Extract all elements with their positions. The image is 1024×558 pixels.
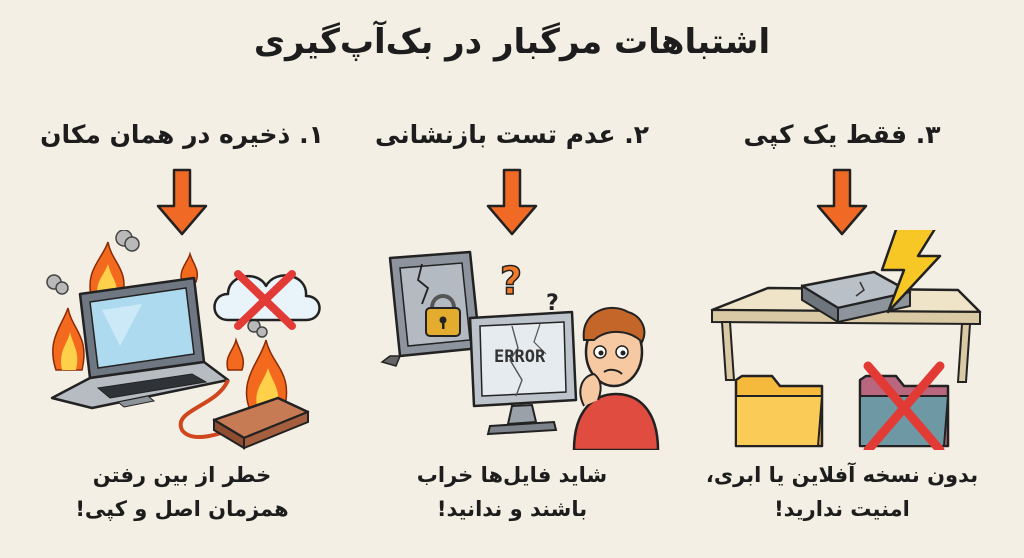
single-drive-illustration — [710, 230, 982, 450]
cloud-crossed-icon — [213, 270, 321, 330]
laptop-icon — [50, 276, 230, 410]
mistake-panel-single-copy: ۳. فقط یک کپی ب — [692, 110, 992, 550]
mistake-panel-same-location: ۱. ذخیره در همان مکان — [32, 110, 332, 550]
question-mark-icon: ? — [500, 259, 522, 303]
panel-caption: بدون نسخه آفلاین یا ابری، امنیت ندارید! — [692, 458, 992, 526]
caption-line-1: شاید فایل‌ها خراب — [416, 463, 608, 487]
arrow-down-icon — [816, 168, 868, 236]
caption-line-1: بدون نسخه آفلاین یا ابری، — [705, 463, 979, 487]
caption-line-2: باشند و ندانید! — [436, 497, 588, 521]
padlock-icon — [425, 294, 461, 337]
folder-crossed-icon — [858, 361, 950, 450]
folder-icon — [734, 374, 824, 448]
panel-caption: خطر از بین رفتن همزمان اصل و کپی! — [32, 458, 332, 526]
caption-line-2: امنیت ندارید! — [774, 497, 910, 521]
caption-line-2: همزمان اصل و کپی! — [75, 497, 289, 521]
question-mark-small-icon: ? — [546, 291, 559, 316]
external-drive-icon — [212, 396, 310, 450]
caption-line-1: خطر از بین رفتن — [92, 463, 272, 487]
arrow-down-icon — [156, 168, 208, 236]
panel-heading: ۱. ذخیره در همان مکان — [40, 120, 324, 149]
smoke-icon — [46, 230, 268, 338]
panel-heading: ۳. فقط یک کپی — [743, 120, 941, 149]
page-title: اشتباهات مرگبار در بک‌آپ‌گیری — [253, 22, 771, 62]
confused-person-icon — [572, 306, 660, 450]
burning-laptop-illustration — [46, 230, 321, 450]
monitor-icon — [468, 310, 578, 436]
error-screen-illustration: ? ? ERROR — [380, 250, 660, 450]
panel-heading: ۲. عدم تست بازنشانی — [374, 120, 650, 149]
mistake-panel-no-restore-test: ۲. عدم تست بازنشانی ? ? ER — [362, 110, 662, 550]
arrow-down-icon — [486, 168, 538, 236]
panel-caption: شاید فایل‌ها خراب باشند و ندانید! — [362, 458, 662, 526]
error-text: ERROR — [494, 347, 546, 367]
lightning-icon — [880, 230, 942, 314]
